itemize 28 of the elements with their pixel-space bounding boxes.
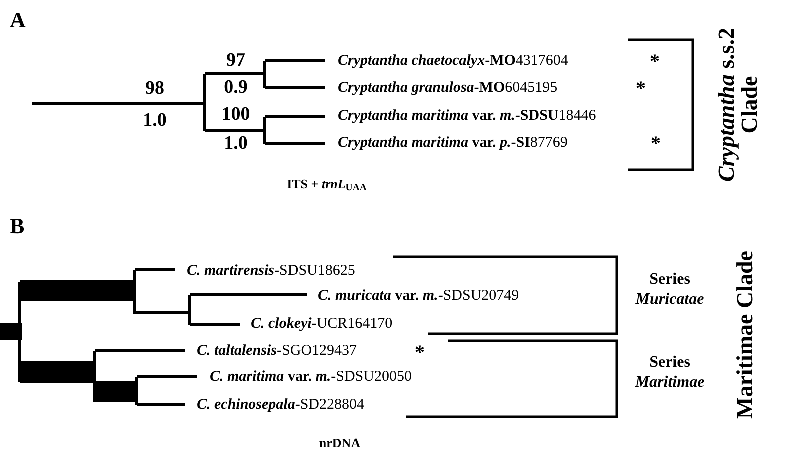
- clade-label: Cryptantha s.s.2 Clade: [715, 26, 761, 184]
- support-value: 1.0: [143, 108, 167, 133]
- support-value: 100: [222, 102, 250, 127]
- series-label: Series Muricatae: [634, 270, 706, 310]
- taxon-label: C. martirensis-SDSU18625: [187, 262, 356, 281]
- asterisk-mark: *: [636, 77, 646, 102]
- taxon-label: Cryptantha chaetocalyx-MO4317604: [338, 52, 568, 71]
- clade-label: Maritimae Clade: [734, 250, 756, 421]
- support-value: 97: [226, 48, 246, 73]
- taxon-label: Cryptantha maritima var. m.-SDSU18446: [338, 106, 596, 126]
- taxon-label: C. taltalensis-SGO129437: [197, 342, 358, 361]
- support-value: 0.9: [224, 76, 248, 100]
- taxon-label: Cryptantha maritima var. p.-SI87769: [338, 134, 568, 153]
- asterisk-mark: *: [651, 132, 661, 157]
- panel-letter: B: [10, 212, 25, 240]
- taxon-label: Cryptantha granulosa-MO6045195: [338, 78, 558, 98]
- series-label: Series Maritimae: [634, 353, 706, 393]
- taxon-label: C. maritima var. m.-SDSU20050: [210, 368, 412, 387]
- taxon-label: C. clokeyi-UCR164170: [251, 314, 393, 334]
- asterisk-mark: *: [650, 50, 660, 75]
- dataset-label: ITS + trnL$_{UAA}$: [287, 175, 367, 194]
- taxon-label: C. echinosepala-SD228804: [197, 396, 365, 415]
- support-value: 1.0: [224, 132, 248, 156]
- support-value: 98: [146, 76, 164, 101]
- dataset-label: nrDNA: [319, 434, 361, 452]
- taxon-label: C. muricata var. m.-SDSU20749: [318, 286, 520, 306]
- panel-letter: A: [10, 6, 26, 34]
- asterisk-mark: *: [415, 341, 425, 366]
